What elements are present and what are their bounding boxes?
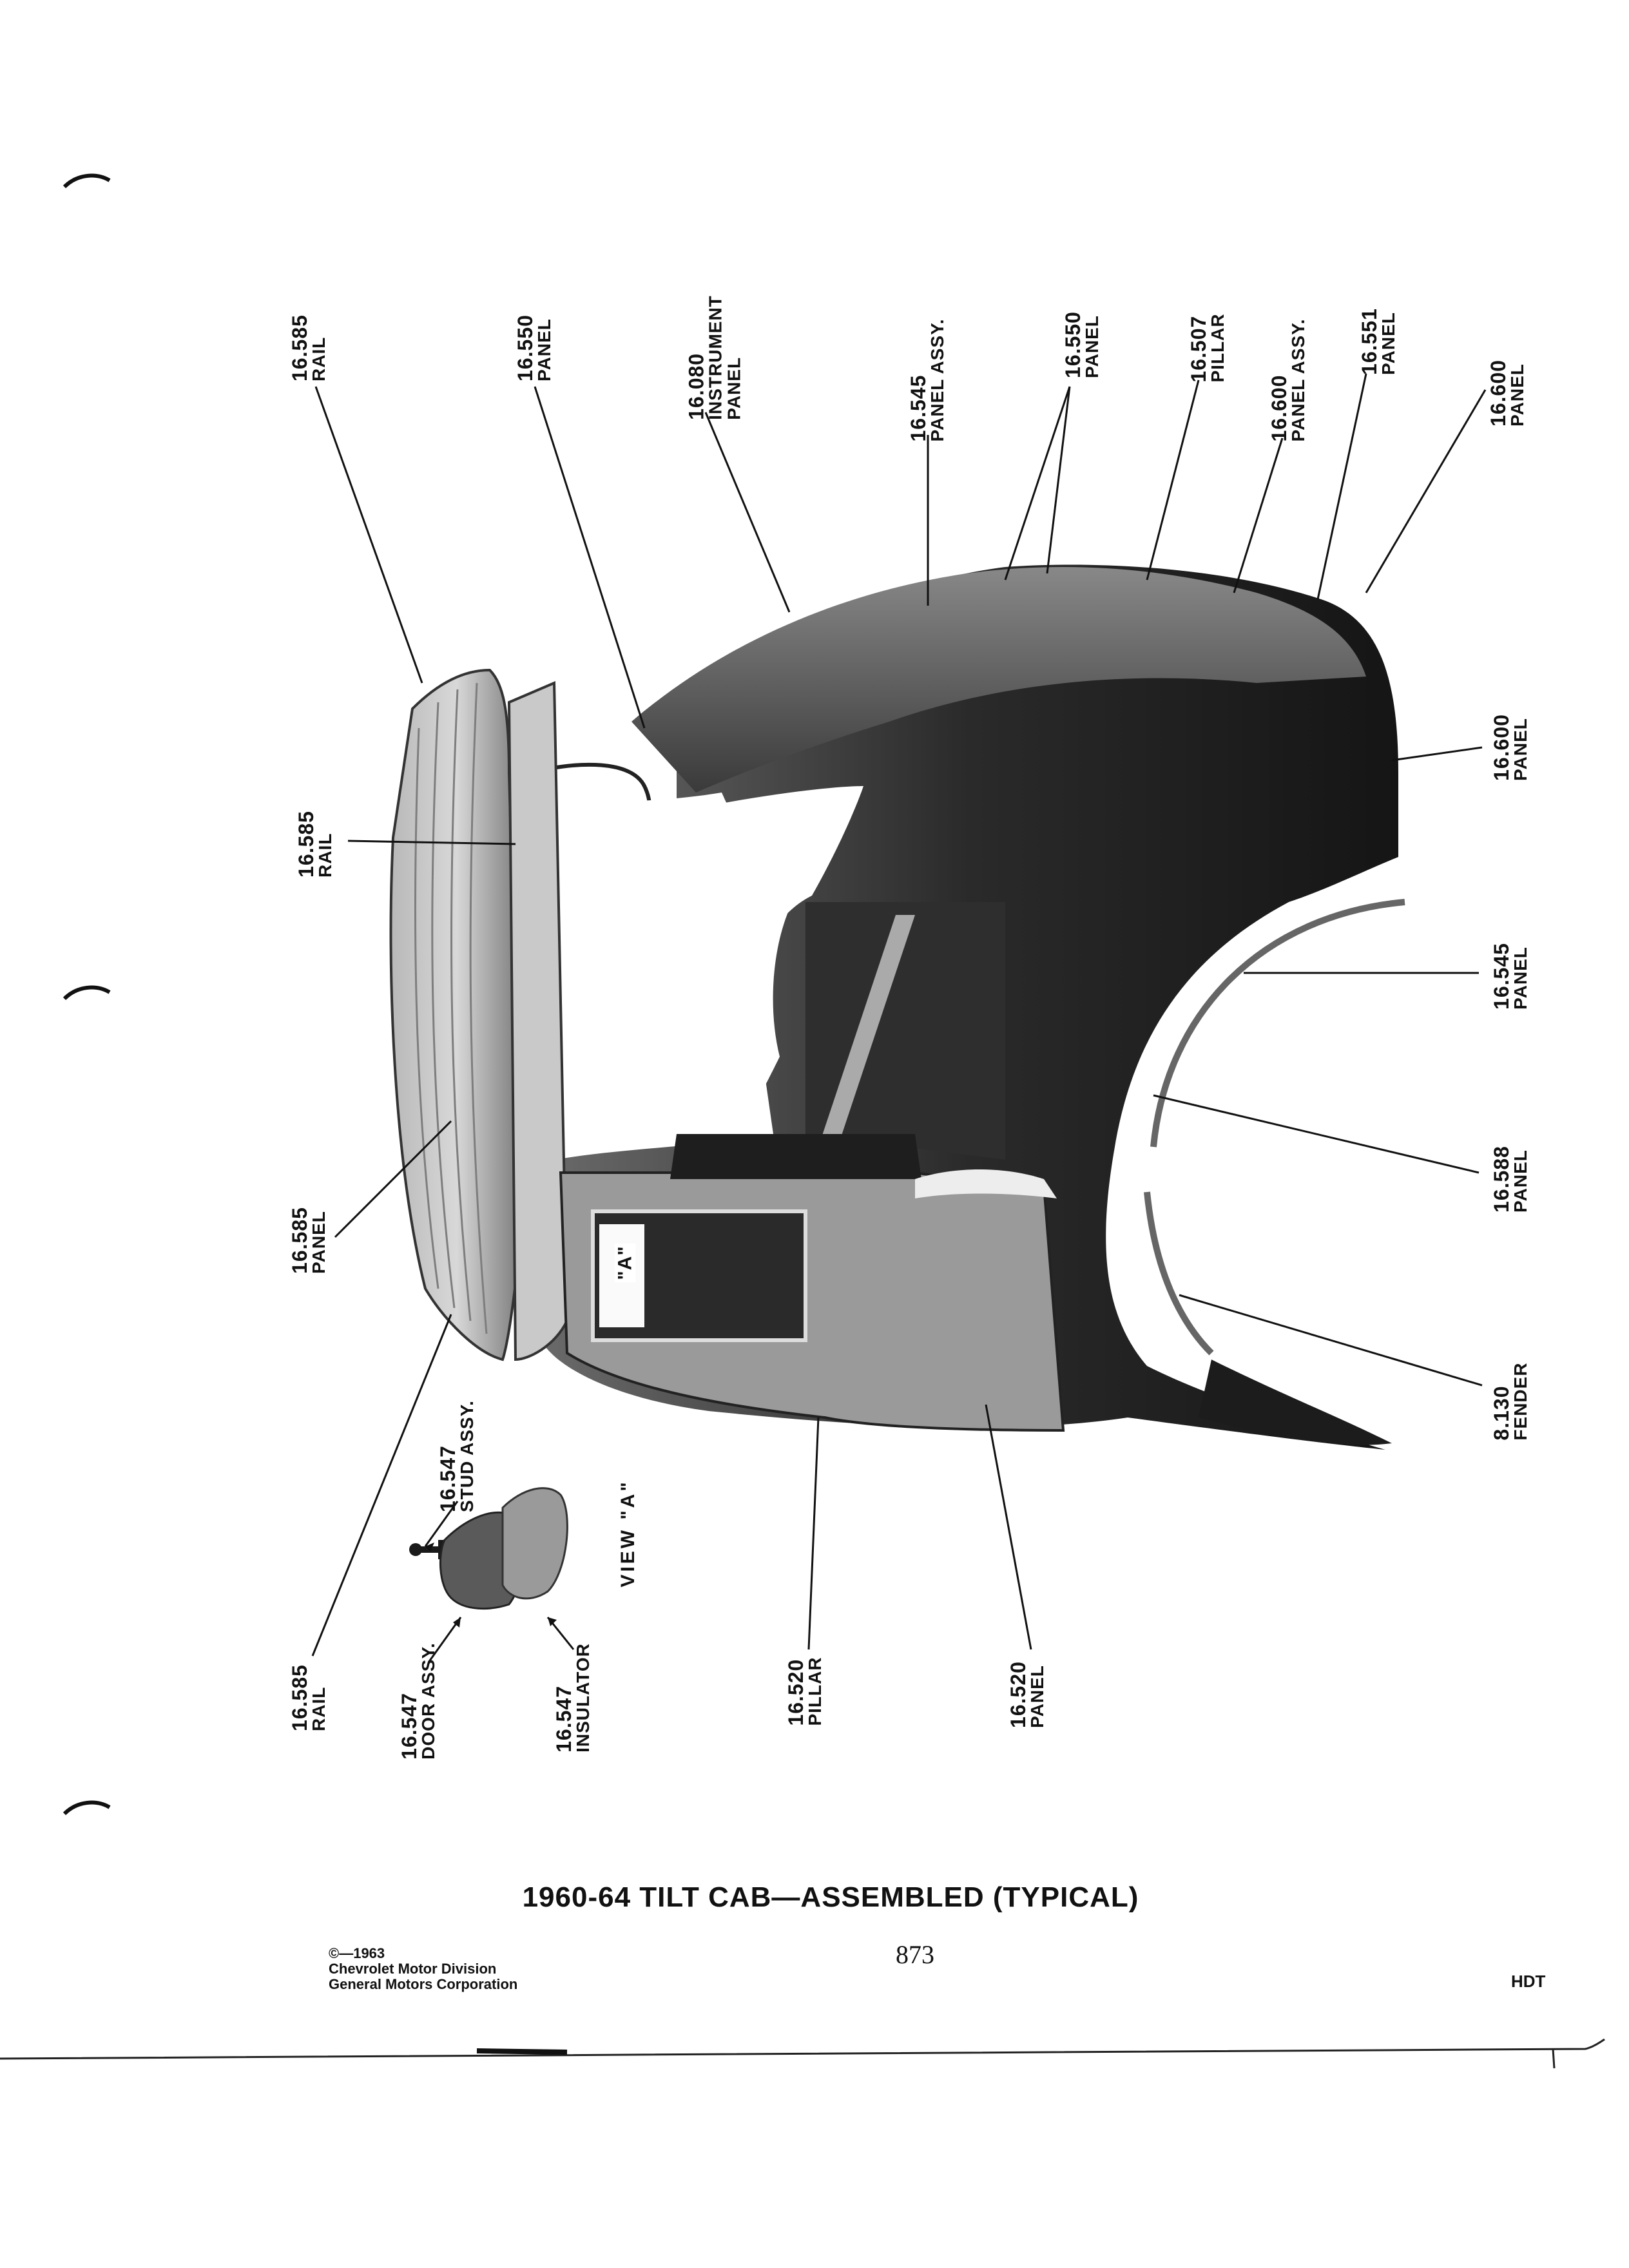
fender-tip [1199,1360,1392,1445]
wheel-arch [1139,889,1405,1450]
insulator-part [501,1487,568,1600]
page-number: 873 [896,1940,934,1969]
seat-base [670,1134,921,1179]
cab-roof [631,567,1366,793]
copyright-block: ©—1963 Chevrolet Motor Division General … [329,1946,517,1992]
section-code: HDT [1511,1972,1546,1991]
copyright-corporation: General Motors Corporation [329,1976,518,1992]
view-a-detail [409,1487,568,1610]
binder-mark-3 [63,1800,111,1816]
binder-mark-1 [63,173,111,189]
leader-arrows [425,1542,557,1628]
step-well [915,1169,1057,1198]
page-rule [0,2038,1605,2060]
door-opening [528,793,793,1106]
front-ribs [414,682,488,1334]
page-title: 1960-64 TILT CAB—ASSEMBLED (TYPICAL) [522,1881,1139,1913]
view-a-label: VIEW "A" [617,1479,639,1588]
leader-lines [311,373,1487,1663]
binder-mark-2 [63,985,111,1001]
detail-a-marker: "A" [614,1243,636,1283]
front-panel [389,668,524,1361]
copyright-division: Chevrolet Motor Division [329,1961,497,1977]
seat-back [805,902,1005,1160]
copyright-year: ©—1963 [329,1945,385,1961]
door-window [591,1209,807,1342]
